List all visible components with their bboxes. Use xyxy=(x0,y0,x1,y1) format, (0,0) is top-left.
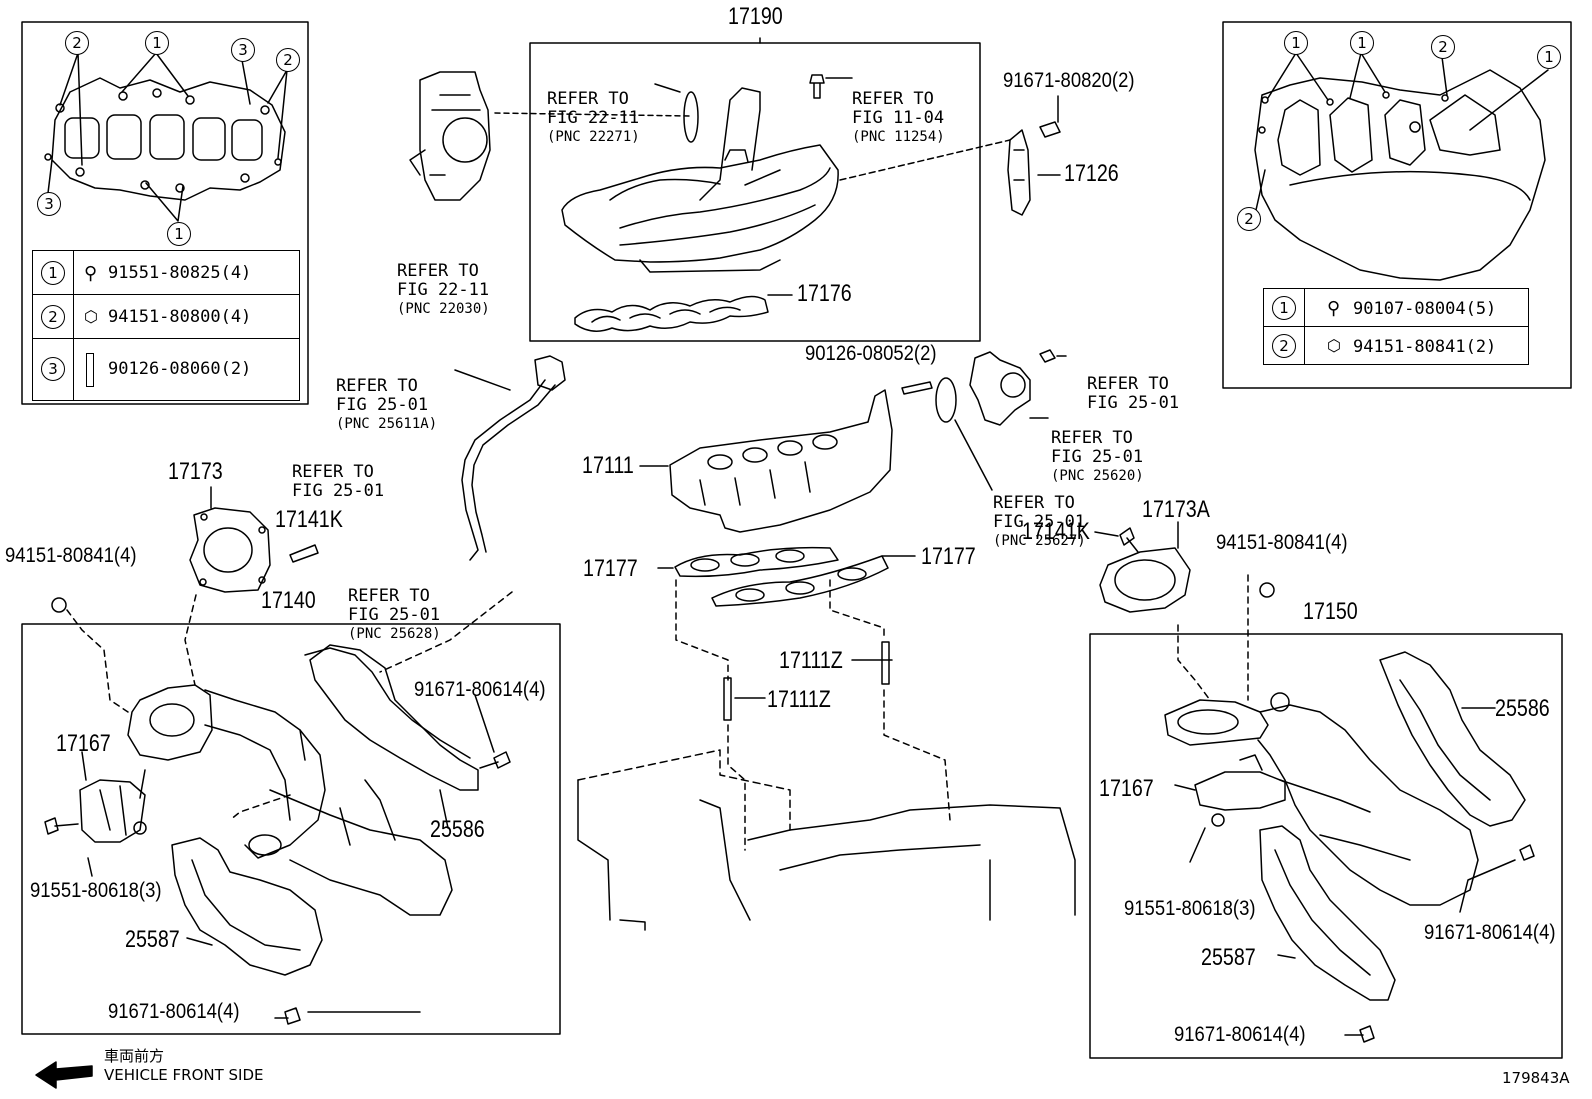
part-91551-80618-right: 91551-80618(3) xyxy=(1124,897,1256,920)
diagram-id: 179843A xyxy=(1502,1069,1570,1087)
egr-valve-drawing xyxy=(901,349,1067,491)
legend-table-left: 1 ⚲ 91551-80825(4) 2 ⬡ 94151-80800(4) 3 … xyxy=(32,250,300,401)
intake-plenum-17111-drawing xyxy=(639,389,893,533)
callout-2: 2 xyxy=(1431,35,1455,59)
throttle-body-drawing xyxy=(409,71,491,201)
part-17173: 17173 xyxy=(168,458,223,485)
exhaust-manifold-left-drawing xyxy=(44,591,513,1025)
legend-row: 1 ⚲ 91551-80825(4) xyxy=(32,250,300,295)
legend-part: 90126-08060(2) xyxy=(108,359,252,379)
box-exhaust-manifold-right xyxy=(1089,633,1563,1059)
callout-1: 1 xyxy=(1350,31,1374,55)
part-17111Z-upper: 17111Z xyxy=(779,647,843,674)
legend-part: 94151-80841(2) xyxy=(1353,337,1497,357)
legend-part: 90107-08004(5) xyxy=(1353,299,1497,319)
legend-num: 1 xyxy=(41,261,65,285)
exhaust-manifold-right-drawing xyxy=(1164,574,1535,1043)
part-25587-left: 25587 xyxy=(125,926,180,953)
gasket-17173-left-drawing xyxy=(189,486,319,593)
bolt-icon: ⚲ xyxy=(1327,298,1341,319)
legend-num: 3 xyxy=(41,357,65,381)
part-94151-80841-right: 94151-80841(4) xyxy=(1216,531,1348,554)
legend-num: 1 xyxy=(1272,296,1296,320)
part-94151-80841-left: 94151-80841(4) xyxy=(5,544,137,567)
nut-icon: ⬡ xyxy=(84,307,98,326)
box-exhaust-manifold-left xyxy=(21,623,561,1035)
engine-block-drawing xyxy=(577,579,1076,931)
nut-icon: ⬡ xyxy=(1327,336,1341,355)
legend-table-right: 1 ⚲ 90107-08004(5) 2 ⬡ 94151-80841(2) xyxy=(1263,288,1529,365)
callout-2: 2 xyxy=(1237,207,1261,231)
legend-part: 94151-80800(4) xyxy=(108,307,252,327)
intake-manifold-drawing xyxy=(494,37,853,332)
front-arrow-icon xyxy=(35,1061,93,1089)
box-gasket-detail-left xyxy=(21,21,309,405)
bolt-icon: ⚲ xyxy=(84,263,98,284)
part-17141K-right: 17141K xyxy=(1022,518,1090,545)
callout-1: 1 xyxy=(145,31,169,55)
part-91671-80614: 91671-80614(4) xyxy=(108,1000,240,1023)
legend-row: 2 ⬡ 94151-80841(2) xyxy=(1263,326,1529,365)
part-17173A: 17173A xyxy=(1142,496,1210,523)
part-17167-left: 17167 xyxy=(56,730,111,757)
legend-num: 2 xyxy=(41,305,65,329)
callout-3: 3 xyxy=(231,38,255,62)
box-heat-insulator-detail-right xyxy=(1222,21,1572,389)
part-17150: 17150 xyxy=(1303,598,1358,625)
part-17190: 17190 xyxy=(728,3,783,30)
box-intake-manifold xyxy=(529,42,981,342)
front-side-en: VEHICLE FRONT SIDE xyxy=(104,1066,264,1084)
manifold-gasket-drawing xyxy=(44,52,288,222)
callout-1: 1 xyxy=(167,222,191,246)
bracket-17126-drawing xyxy=(839,95,1061,216)
part-91671-80614: 91671-80614(4) xyxy=(1424,921,1556,944)
legend-part: 91551-80825(4) xyxy=(108,263,252,283)
legend-num: 2 xyxy=(1272,334,1296,358)
part-25586-left: 25586 xyxy=(430,816,485,843)
part-17176: 17176 xyxy=(797,280,852,307)
part-17167-right: 17167 xyxy=(1099,775,1154,802)
part-17111Z-lower: 17111Z xyxy=(767,686,831,713)
gasket-17173A-right-drawing xyxy=(1094,521,1275,613)
callout-2: 2 xyxy=(276,48,300,72)
part-17177-right: 17177 xyxy=(921,543,976,570)
part-17111: 17111 xyxy=(582,452,634,479)
part-91671-80614: 91671-80614(4) xyxy=(414,678,546,701)
callout-3: 3 xyxy=(37,192,61,216)
legend-row: 2 ⬡ 94151-80800(4) xyxy=(32,294,300,339)
part-90126-08052: 90126-08052(2) xyxy=(805,342,937,365)
stud-icon xyxy=(86,353,94,387)
part-91671-80820: 91671-80820(2) xyxy=(1003,69,1135,92)
gaskets-17177-drawing xyxy=(657,546,916,607)
egr-pipe-drawing xyxy=(454,355,566,561)
part-91551-80618-left: 91551-80618(3) xyxy=(30,879,162,902)
callout-1: 1 xyxy=(1284,31,1308,55)
part-25586-right: 25586 xyxy=(1495,695,1550,722)
part-17126: 17126 xyxy=(1064,160,1119,187)
legend-row: 1 ⚲ 90107-08004(5) xyxy=(1263,288,1529,327)
callout-2: 2 xyxy=(65,31,89,55)
heat-insulator-detail-drawing xyxy=(1254,52,1549,281)
part-17140: 17140 xyxy=(261,587,316,614)
part-17177-left: 17177 xyxy=(583,555,638,582)
part-91671-80614: 91671-80614(4) xyxy=(1174,1023,1306,1046)
callout-1: 1 xyxy=(1537,45,1561,69)
part-25587-right: 25587 xyxy=(1201,944,1256,971)
front-side-jp: 車両前方 xyxy=(104,1047,165,1065)
part-17141K-left: 17141K xyxy=(275,506,343,533)
legend-row: 3 90126-08060(2) xyxy=(32,338,300,401)
